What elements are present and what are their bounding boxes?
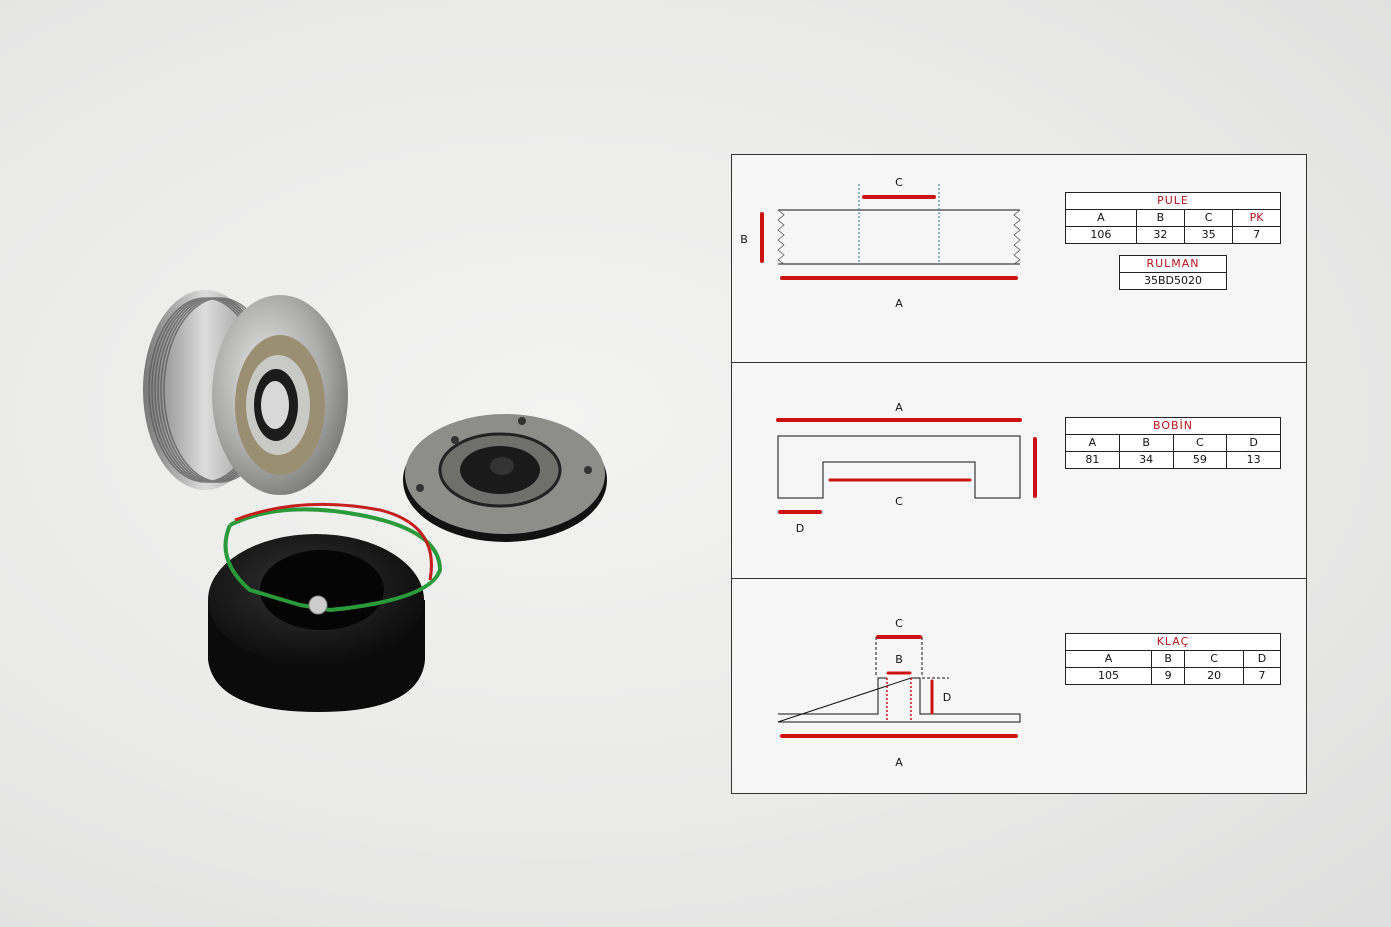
table-title: KLAÇ (1065, 633, 1281, 651)
rulman-table: RULMAN 35BD5020 (1119, 255, 1227, 290)
header-cell: C (1172, 434, 1228, 452)
header-cell: D (1226, 434, 1281, 452)
value-cell: 13 (1226, 451, 1281, 469)
coil-icon (208, 502, 443, 712)
value-cell: 59 (1172, 451, 1228, 469)
header-cell: B (1150, 650, 1186, 668)
header-cell: A (1065, 209, 1137, 227)
value-cell: 106 (1065, 226, 1137, 244)
value-cell: 81 (1065, 451, 1120, 469)
section-divider (732, 362, 1306, 363)
pulley-icon (143, 290, 348, 495)
value-cell: 105 (1065, 667, 1152, 685)
header-cell: D (1242, 650, 1282, 668)
label-b: B (740, 233, 748, 246)
value-cell: 7 (1232, 226, 1281, 244)
pulley-diagram: C B A (740, 176, 1021, 310)
label-c: C (895, 176, 903, 189)
label-a: A (895, 297, 903, 310)
header-cell: A (1065, 434, 1120, 452)
header-cell: C (1183, 209, 1234, 227)
header-cell: PK (1232, 209, 1281, 227)
value-cell: 32 (1135, 226, 1185, 244)
table-title: RULMAN (1119, 255, 1227, 273)
header-cell: B (1118, 434, 1174, 452)
label-d: D (943, 691, 951, 704)
spec-panel: C B A A C D C B D (731, 154, 1307, 794)
value-cell: 9 (1150, 667, 1186, 685)
label-c: C (895, 495, 903, 508)
label-b: B (895, 653, 903, 666)
value-cell: 35 (1183, 226, 1234, 244)
label-c: C (895, 617, 903, 630)
value-cell: 35BD5020 (1119, 272, 1227, 290)
header-cell: C (1184, 650, 1244, 668)
label-d: D (796, 522, 804, 535)
clutch-diagram: C B D A (777, 617, 1021, 769)
section-divider (732, 578, 1306, 579)
header-cell: A (1065, 650, 1152, 668)
label-a: A (895, 401, 903, 414)
label-a: A (895, 756, 903, 769)
header-cell: B (1135, 209, 1185, 227)
value-cell: 20 (1184, 667, 1244, 685)
table-title: BOBİN (1065, 417, 1281, 435)
value-cell: 34 (1118, 451, 1174, 469)
clutch-plate-icon (403, 414, 607, 542)
product-photo (143, 290, 607, 712)
value-cell: 7 (1242, 667, 1282, 685)
table-title: PULE (1065, 192, 1281, 210)
dimension-diagrams: C B A A C D C B D (740, 176, 1037, 769)
coil-diagram: A C D (776, 401, 1037, 535)
